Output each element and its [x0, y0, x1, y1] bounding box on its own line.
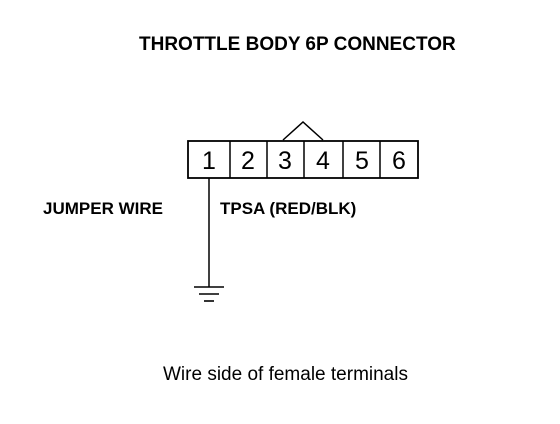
diagram-title: THROTTLE BODY 6P CONNECTOR — [139, 34, 456, 55]
pin-2-label: 2 — [241, 147, 255, 175]
connector-outline — [187, 140, 419, 179]
pin-3-label: 3 — [278, 147, 292, 175]
pin-4-label: 4 — [316, 147, 330, 175]
pin-6-label: 6 — [392, 147, 406, 175]
connector-6p: 1 2 3 4 5 6 — [187, 140, 419, 179]
diagram-caption: Wire side of female terminals — [163, 364, 408, 385]
pin-5-label: 5 — [355, 147, 369, 175]
ground-symbol-icon — [194, 286, 224, 302]
jumper-wire-label: JUMPER WIRE — [43, 199, 163, 218]
connector-locking-tab-icon — [282, 120, 324, 141]
pin-1-label: 1 — [202, 147, 216, 175]
tpsa-label: TPSA (RED/BLK) — [220, 199, 356, 218]
